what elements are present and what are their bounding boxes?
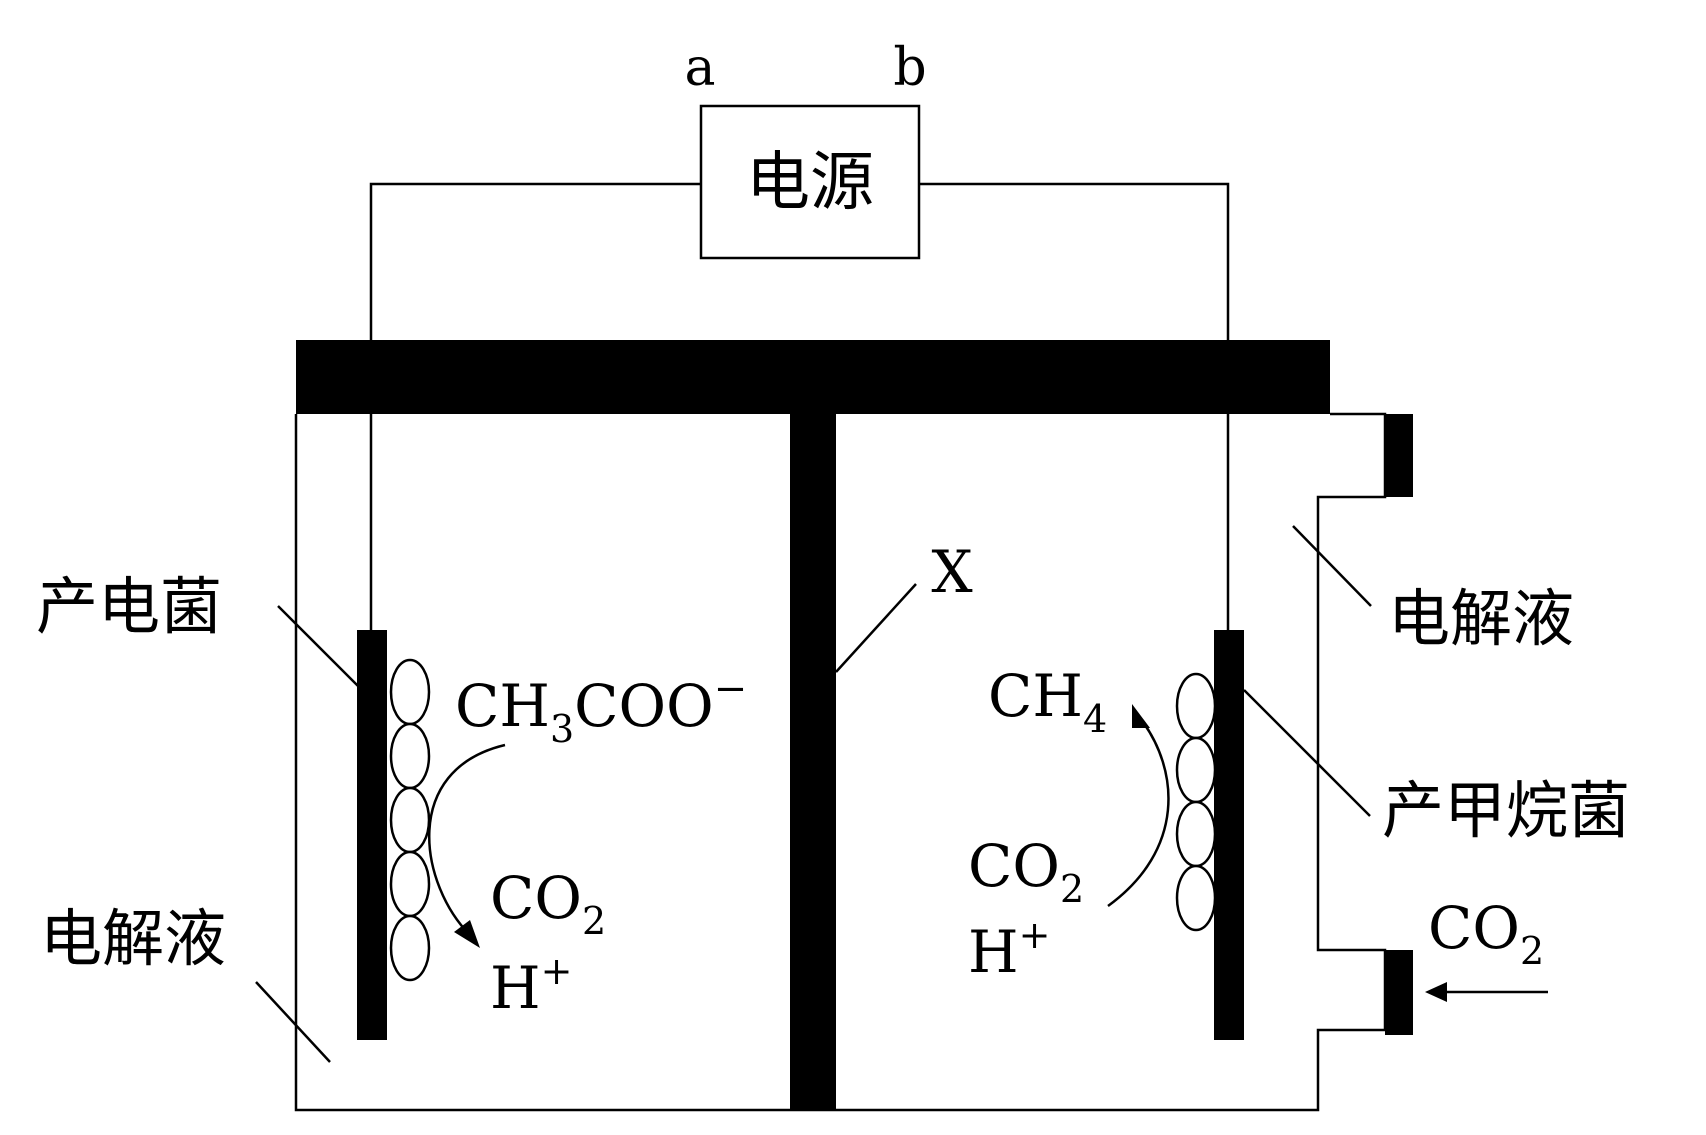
bacterium-cell	[389, 658, 431, 726]
left-electrolyte-label: 电解液	[40, 902, 226, 975]
left-reaction-arrow	[428, 743, 506, 936]
right-reactant-co2: CO2	[968, 832, 1084, 911]
electrogenic-bacteria-cluster	[389, 658, 431, 982]
left-product-h: H+	[490, 949, 572, 1022]
wire-right	[919, 182, 1230, 343]
right-product-ch4: CH4	[988, 662, 1107, 741]
bacterium-cell	[389, 722, 431, 790]
co2-inlet-label: CO2	[1428, 894, 1544, 973]
terminal-b-label: b	[893, 38, 926, 98]
membrane-x-label: X	[931, 538, 973, 606]
wire-left	[369, 182, 701, 343]
bacterium-cell	[389, 914, 431, 982]
terminal-a-label: a	[684, 38, 715, 98]
outlet-port	[1385, 414, 1413, 497]
right-bacteria-label: 产甲烷菌	[1382, 774, 1630, 847]
left-electrode	[357, 630, 387, 1040]
right-bacteria-pointer	[1243, 689, 1371, 817]
inlet-port	[1385, 950, 1413, 1035]
right-electrolyte-pointer	[1292, 525, 1372, 607]
left-bacteria-label: 产电菌	[36, 570, 222, 643]
bacterium-cell	[389, 786, 431, 854]
membrane-x-pointer	[835, 583, 917, 673]
left-bacteria-pointer	[277, 605, 361, 689]
membrane-x	[790, 414, 836, 1110]
left-reactant-acetate: CH3COO−	[455, 666, 747, 751]
bacterium-cell	[389, 850, 431, 918]
right-electrode	[1214, 630, 1244, 1040]
power-source-box	[699, 104, 921, 260]
left-electrolyte-pointer	[255, 981, 331, 1063]
power-source-label: 电源	[746, 146, 874, 220]
left-reaction-arrowhead	[454, 920, 480, 948]
right-reactant-h: H+	[968, 913, 1050, 986]
right-reaction-arrowhead	[1132, 704, 1150, 728]
bacterium-cell	[1175, 736, 1217, 804]
right-reaction-arrow	[1107, 717, 1170, 908]
top-lid	[296, 340, 1330, 414]
right-electrolyte-label: 电解液	[1388, 582, 1574, 655]
left-product-co2: CO2	[490, 864, 606, 943]
bacterium-cell	[1175, 800, 1217, 868]
bacterium-cell	[1175, 864, 1217, 932]
co2-inlet-arrowhead	[1425, 982, 1447, 1002]
bacterium-cell	[1175, 672, 1217, 740]
methanogen-bacteria-cluster	[1175, 672, 1217, 932]
